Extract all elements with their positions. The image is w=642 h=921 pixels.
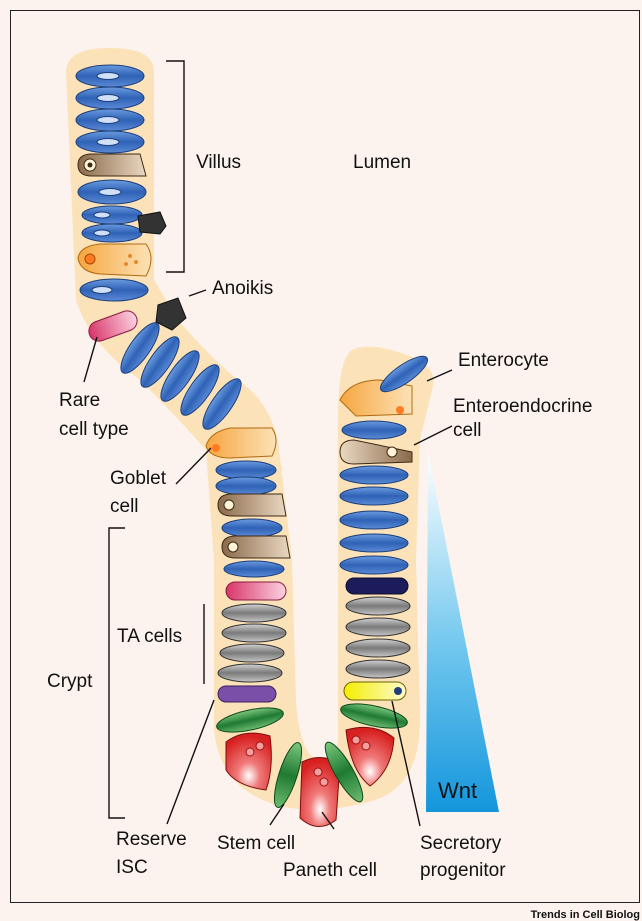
goblet-cell-leader <box>176 448 211 484</box>
enterocyte-cell <box>78 180 146 204</box>
label-enteroendocrine-2: cell <box>453 420 482 441</box>
enterocyte-cell <box>80 279 148 301</box>
enterocyte-cell <box>76 65 144 87</box>
enterocyte-cell <box>82 224 142 242</box>
label-enterocyte: Enterocyte <box>458 350 549 371</box>
label-secretory-1: Secretory <box>420 833 502 854</box>
enterocyte-cell <box>76 131 144 153</box>
paneth-cell-left <box>226 733 271 790</box>
label-reserve-1: Reserve <box>116 829 187 850</box>
anoikis-leader <box>189 290 206 296</box>
label-enteroendocrine-1: Enteroendocrine <box>453 396 592 417</box>
anoikis-extruded-cell-upper <box>138 212 166 234</box>
label-rare-1: Rare <box>59 390 100 411</box>
label-villus: Villus <box>196 152 241 173</box>
label-goblet-1: Goblet <box>110 468 167 489</box>
label-wnt: Wnt <box>438 778 477 803</box>
label-reserve-2: ISC <box>116 857 148 878</box>
rare-cell-leader <box>84 337 97 382</box>
journal-credit: Trends in Cell Biolog <box>531 909 640 921</box>
label-rare-2: cell type <box>59 419 129 440</box>
enterocyte-cell <box>82 206 142 224</box>
label-crypt: Crypt <box>47 671 93 692</box>
label-secretory-2: progenitor <box>420 860 506 881</box>
label-anoikis: Anoikis <box>212 278 273 299</box>
label-lumen: Lumen <box>353 152 411 173</box>
reserve-isc-cell <box>218 686 276 702</box>
wnt-gradient-wedge <box>426 452 499 812</box>
label-stem-cell: Stem cell <box>217 833 295 854</box>
enteroendocrine-cell <box>78 154 146 176</box>
crypt-base <box>226 727 394 826</box>
crypt-bracket <box>109 528 125 818</box>
villus-bracket <box>166 61 184 272</box>
enterocyte-cell <box>76 109 144 131</box>
label-goblet-2: cell <box>110 496 139 517</box>
label-paneth-cell: Paneth cell <box>283 860 377 881</box>
goblet-cell <box>78 244 151 276</box>
reserve-isc-leader <box>167 700 214 824</box>
enterocyte-cell <box>76 87 144 109</box>
label-ta-cells: TA cells <box>117 626 182 647</box>
